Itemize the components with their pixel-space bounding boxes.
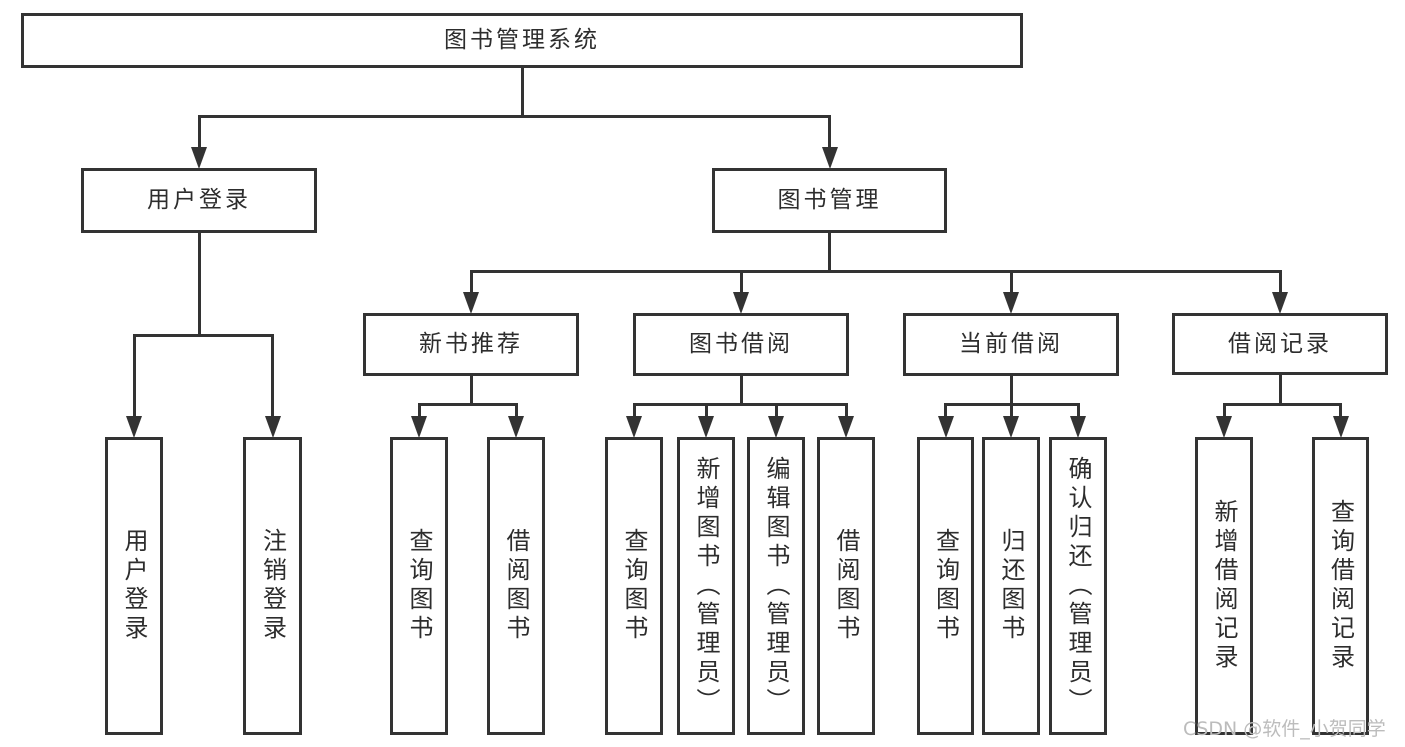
- edge-line: [520, 68, 524, 118]
- edge-line: [514, 403, 518, 417]
- arrow-down-icon: [768, 416, 784, 438]
- arrow-down-icon: [1070, 416, 1086, 438]
- arrow-down-icon: [463, 292, 479, 314]
- arrow-down-icon: [733, 292, 749, 314]
- edge-line: [197, 115, 831, 118]
- edge-line: [271, 334, 274, 417]
- node-v-edit-book: 编辑图书（管理员）: [747, 437, 805, 735]
- arrow-down-icon: [191, 147, 207, 169]
- watermark: CSDN @软件_小贺同学: [1183, 718, 1386, 740]
- node-v-add-book: 新增图书（管理员）: [677, 437, 735, 735]
- edge-line: [774, 403, 778, 417]
- node-user-login: 用户登录: [81, 168, 317, 233]
- edge-line: [828, 115, 831, 148]
- node-v-logout: 注销登录: [243, 437, 302, 735]
- edge-line: [632, 403, 848, 406]
- arrow-down-icon: [264, 416, 281, 438]
- node-current-borrow: 当前借阅: [903, 313, 1119, 376]
- node-label: 新增图书（管理员）: [692, 455, 720, 717]
- node-v-user-login: 用户登录: [105, 437, 163, 735]
- edge-line: [704, 403, 708, 417]
- edge-line: [1222, 403, 1342, 406]
- edge-line: [828, 233, 831, 273]
- arrow-down-icon: [838, 416, 854, 438]
- node-label: 用户登录: [147, 187, 251, 213]
- arrow-down-icon: [821, 147, 838, 169]
- edge-line: [469, 270, 473, 293]
- node-label: 图书借阅: [689, 331, 793, 357]
- node-v-query-record: 查询借阅记录: [1312, 437, 1369, 735]
- edge-line: [1339, 403, 1342, 417]
- arrow-down-icon: [626, 416, 642, 438]
- edge-line: [1076, 403, 1080, 417]
- edge-line: [739, 270, 743, 293]
- node-new-book-rec: 新书推荐: [363, 313, 579, 376]
- edge-line: [417, 403, 518, 406]
- edge-line: [132, 334, 274, 337]
- edge-line: [944, 403, 947, 417]
- arrow-down-icon: [1003, 292, 1019, 314]
- arrow-down-icon: [1272, 292, 1288, 314]
- node-label: 借阅记录: [1228, 330, 1332, 357]
- node-v-return-book: 归还图书: [982, 437, 1040, 735]
- edge-line: [469, 376, 473, 406]
- arrow-down-icon: [411, 416, 427, 438]
- node-label: 注销登录: [258, 528, 287, 644]
- edge-line: [132, 334, 136, 417]
- node-v-borrow-book-2: 借阅图书: [817, 437, 875, 735]
- node-label: 编辑图书（管理员）: [762, 455, 790, 717]
- edge-line: [1278, 375, 1282, 406]
- node-v-query-book-1: 查询图书: [390, 437, 448, 735]
- node-root: 图书管理系统: [21, 13, 1023, 68]
- arrow-down-icon: [698, 416, 714, 438]
- node-label: 确认归还（管理员）: [1064, 455, 1092, 717]
- node-label: 查询图书: [931, 528, 960, 644]
- node-label: 当前借阅: [959, 331, 1063, 357]
- edge-line: [197, 233, 201, 337]
- node-label: 图书管理系统: [444, 27, 600, 53]
- edge-line: [469, 270, 1282, 273]
- node-book-borrow: 图书借阅: [633, 313, 849, 376]
- node-label: 查询图书: [405, 528, 433, 644]
- arrow-down-icon: [1332, 416, 1349, 438]
- edge-line: [844, 403, 848, 417]
- node-label: 新增借阅记录: [1210, 499, 1238, 673]
- node-borrow-records: 借阅记录: [1172, 313, 1388, 375]
- arrow-down-icon: [937, 416, 954, 438]
- node-label: 用户登录: [120, 528, 148, 644]
- node-label: 查询借阅记录: [1326, 499, 1355, 673]
- edge-line: [1222, 403, 1226, 417]
- arrow-down-icon: [508, 416, 524, 438]
- node-label: 查询图书: [620, 528, 648, 644]
- edge-line: [197, 115, 201, 148]
- node-v-confirm-return: 确认归还（管理员）: [1049, 437, 1107, 735]
- node-label: 借阅图书: [502, 528, 530, 644]
- edge-line: [417, 403, 421, 417]
- edge-line: [1009, 270, 1013, 293]
- edge-line: [1278, 270, 1282, 293]
- edge-line: [1009, 376, 1013, 406]
- node-label: 图书管理: [777, 187, 882, 213]
- node-v-add-record: 新增借阅记录: [1195, 437, 1253, 735]
- node-v-borrow-book-1: 借阅图书: [487, 437, 545, 735]
- edge-line: [632, 403, 636, 417]
- edge-line: [739, 376, 743, 406]
- node-book-mgmt: 图书管理: [712, 168, 947, 233]
- node-label: 新书推荐: [419, 331, 523, 357]
- node-label: 归还图书: [997, 528, 1025, 644]
- arrow-down-icon: [1216, 416, 1232, 438]
- edge-line: [1009, 403, 1013, 417]
- node-label: 借阅图书: [832, 528, 860, 644]
- arrow-down-icon: [1003, 416, 1019, 438]
- arrow-down-icon: [126, 416, 142, 438]
- node-v-query-book-3: 查询图书: [917, 437, 974, 735]
- node-v-query-book-2: 查询图书: [605, 437, 663, 735]
